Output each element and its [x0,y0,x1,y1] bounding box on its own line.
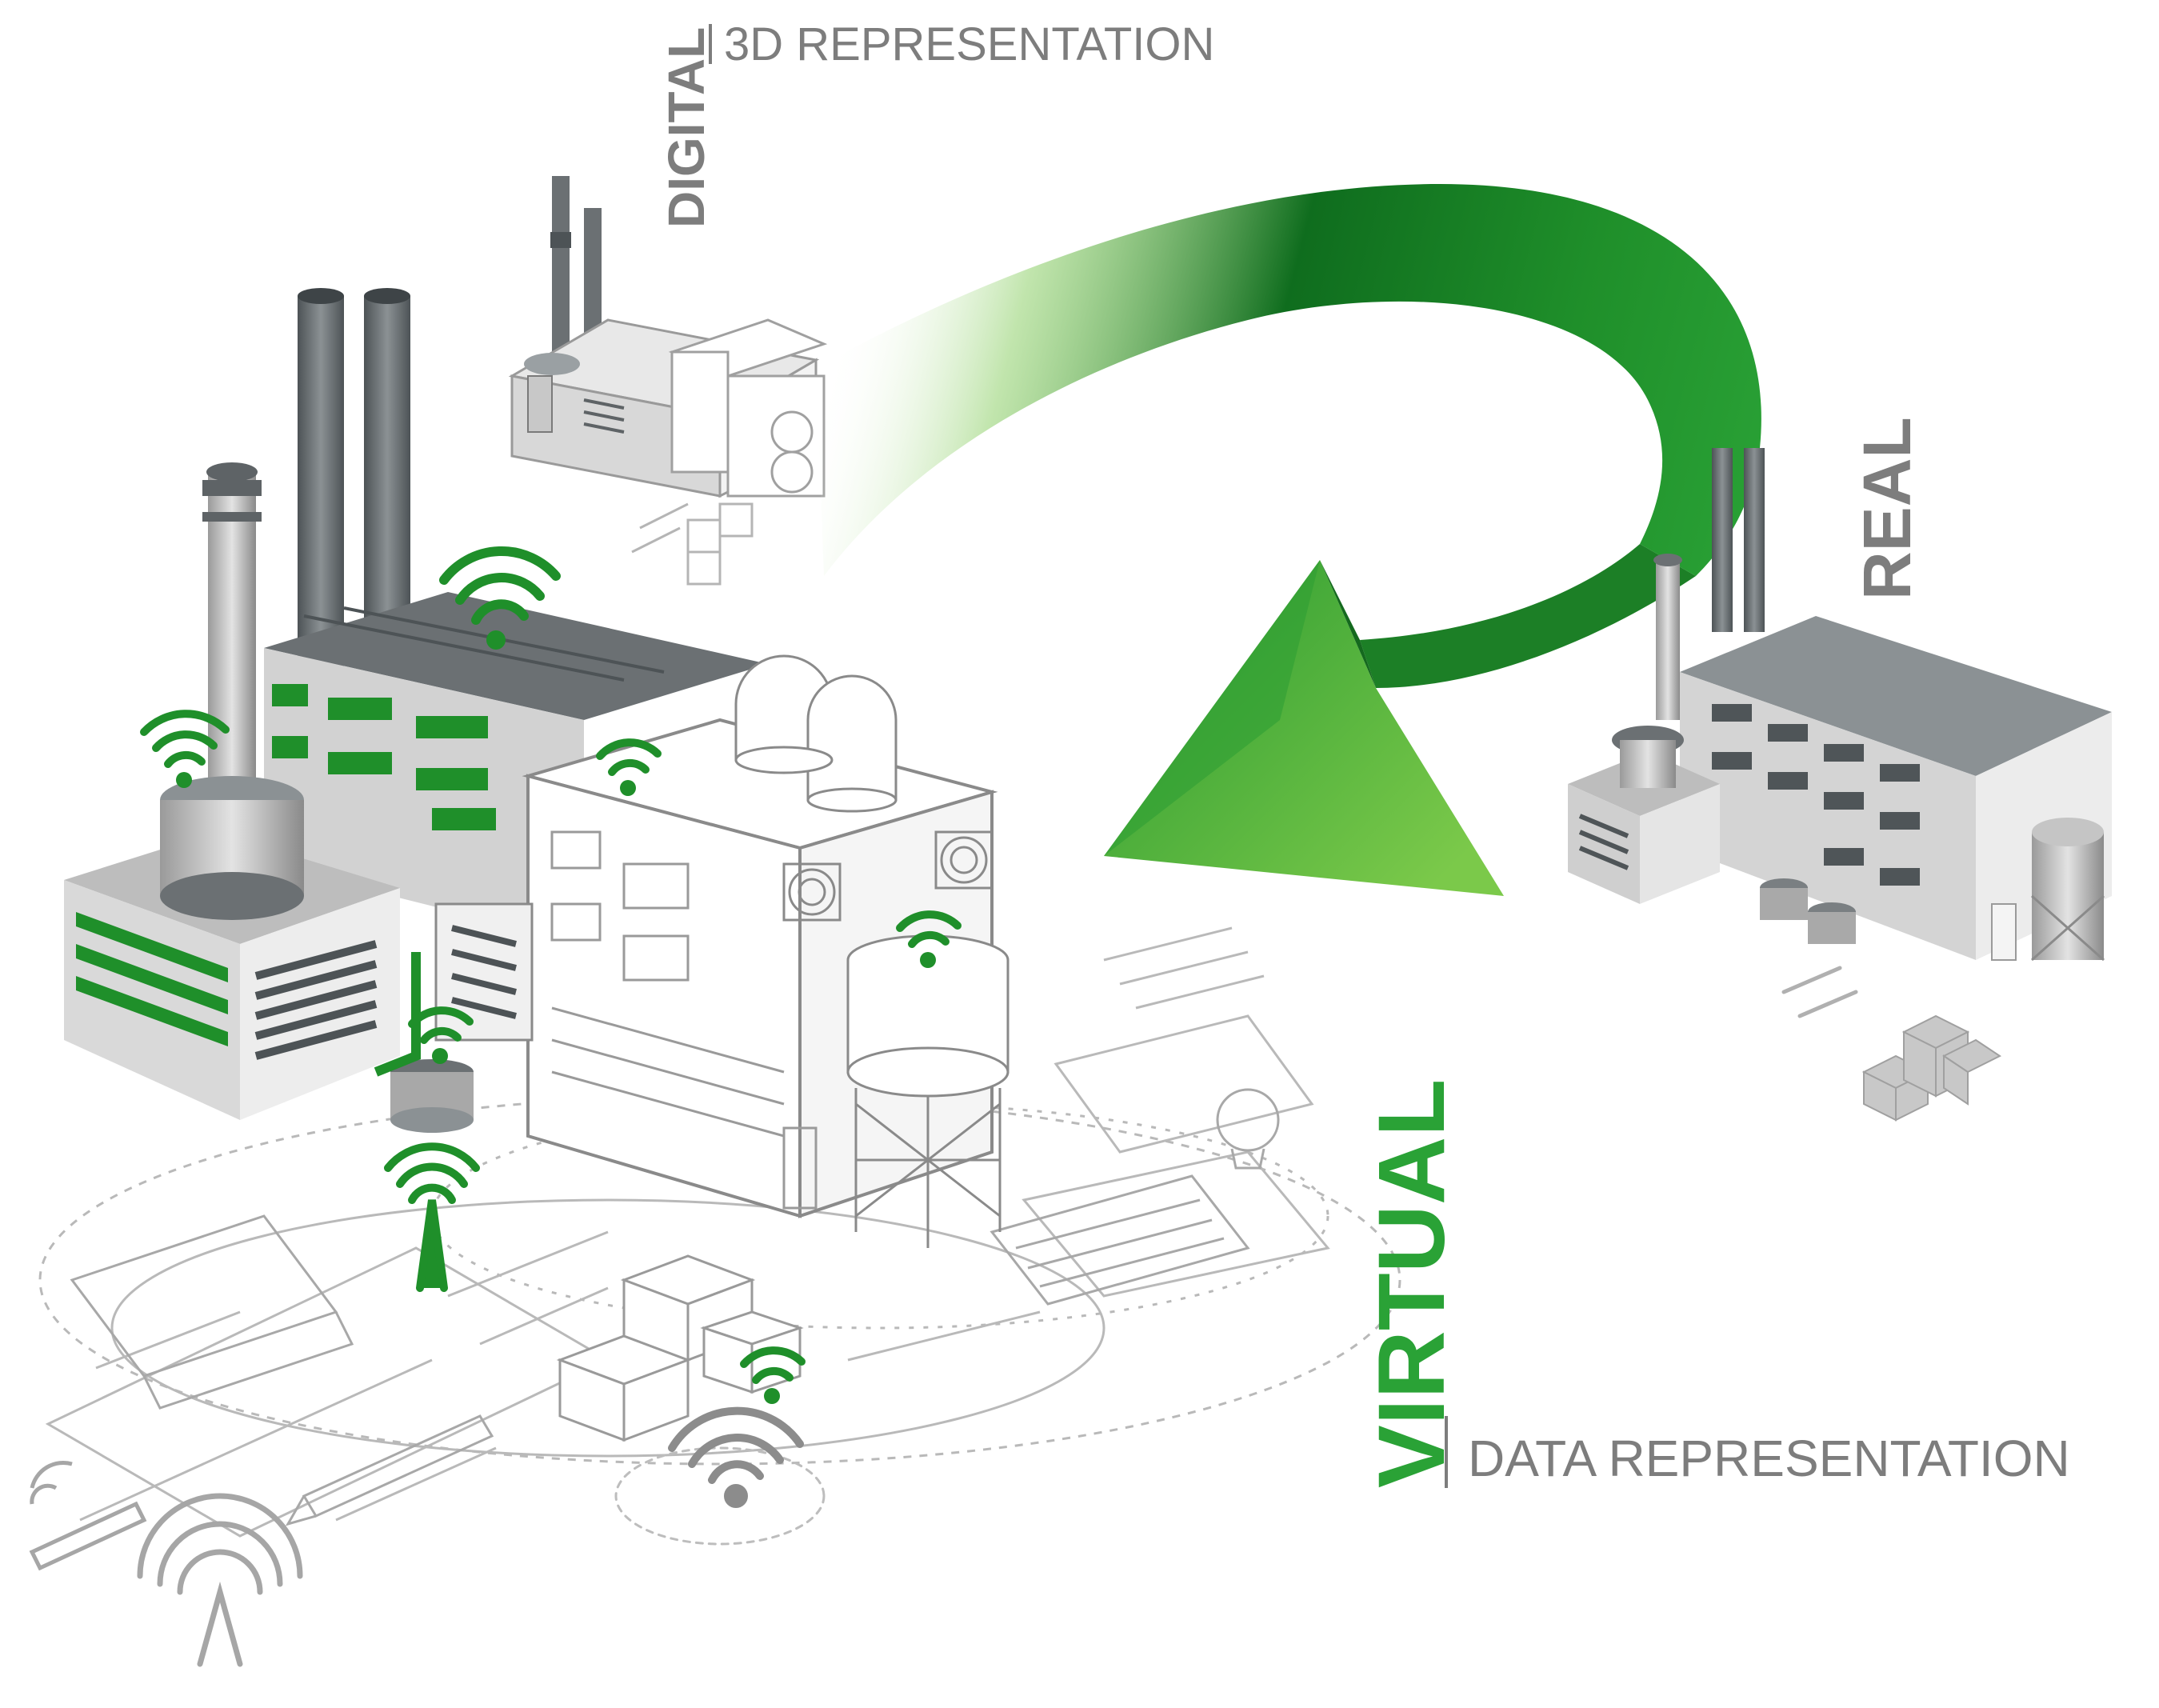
wifi-icon [596,738,662,796]
real-label: REAL [1849,417,1925,600]
wifi-icon [140,710,230,788]
dish-icon [614,1406,826,1546]
transfer-arrow [816,184,1761,896]
virtual-sub-label: DATA REPRESENTATION [1468,1430,2070,1487]
real-factory [1568,448,2112,1122]
antenna-icon [384,1142,480,1292]
laptop-icon [70,1214,354,1410]
digital-sub-label: 3D REPRESENTATION [724,18,1214,70]
virtual-factory [64,288,1010,1442]
pencil-icon [285,1414,494,1526]
wifi-icon [896,910,962,968]
lightbulb-icon [1216,1088,1280,1170]
router-icon [29,1460,147,1571]
antenna-icon [137,1493,303,1667]
wifi-icon [740,1346,806,1404]
wifi-icon [439,546,561,650]
keyboard-icon [990,1174,1250,1306]
wifi-icon [408,1006,474,1064]
virtual-label: VIRTUAL [1359,1079,1465,1488]
digital-factory [508,176,828,586]
digital-label: DIGITAL [658,27,715,228]
